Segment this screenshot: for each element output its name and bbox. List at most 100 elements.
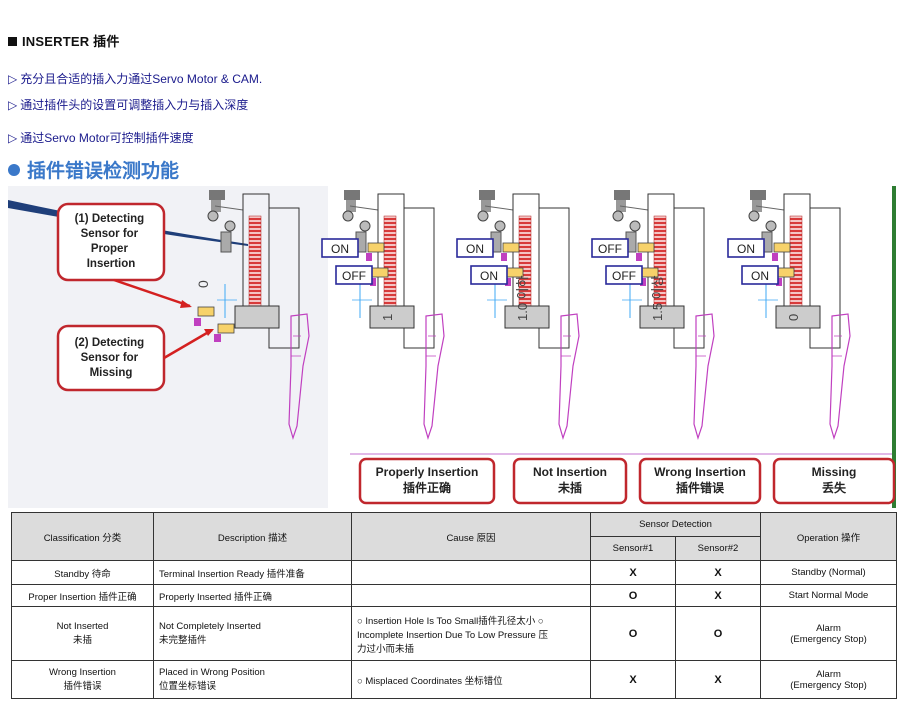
column-header-sensor2: Sensor#2 <box>675 536 761 561</box>
section-title-text: 插件错误检测功能 <box>27 161 180 182</box>
insertion-state-label <box>358 457 496 505</box>
cell-text: Not Completely Inserted <box>159 621 261 632</box>
machine-head <box>342 190 445 441</box>
insertion-state-label <box>772 457 896 505</box>
dimension-label: 1.5 이상 <box>650 275 665 321</box>
round-bullet-icon <box>8 164 20 176</box>
machine-head-standby <box>207 190 310 441</box>
cell-text: O <box>628 627 638 640</box>
cell-operation: Alarm(Emergency Stop) <box>760 660 897 699</box>
insertion-sensor-diagram: 0 (1) Detecting Sensor for Proper Insert… <box>8 186 896 508</box>
column-header-sensor1: Sensor#1 <box>590 536 676 561</box>
cell-text: X <box>714 566 722 579</box>
cell-sensor2: X <box>675 560 761 585</box>
sensor-2-mount-icon <box>214 334 221 342</box>
column-header-sensor-detection: Sensor Detection <box>590 512 761 537</box>
sensor-2-icon <box>777 267 795 278</box>
sensor-2-mount-icon <box>370 278 376 286</box>
callout-line: Proper <box>91 243 129 255</box>
machine-head <box>477 190 580 441</box>
cell-text: (Emergency Stop) <box>790 679 867 691</box>
cell-cause <box>351 560 591 585</box>
sensor-2-state: ON <box>480 269 498 283</box>
cell-text: Not Inserted <box>56 621 109 632</box>
feature-bullet-text: 通过Servo Motor可控制插件速度 <box>20 131 194 145</box>
sensor-2-icon <box>217 323 235 334</box>
callout-line: (1) Detecting <box>75 213 145 225</box>
sensor-2-state: OFF <box>612 269 636 283</box>
cell-text: 未完整插件 <box>159 635 207 646</box>
triangle-bullet-icon: ▷ <box>8 98 18 112</box>
cell-text: ○ Misplaced Coordinates 坐标错位 <box>357 675 503 687</box>
callout-proper-insertion-sensor: (1) Detecting Sensor for Proper Insertio… <box>56 202 192 308</box>
cell-text: Alarm <box>816 622 841 634</box>
column-header-operation: Operation 操作 <box>760 512 897 561</box>
sensor-2-mount-icon <box>640 278 646 286</box>
insertion-state-en: Properly Insertion <box>376 465 479 479</box>
insertion-state-en: Missing <box>812 465 857 479</box>
cell-text: O <box>628 589 638 602</box>
cell-text: 力过小而未插 <box>357 643 415 655</box>
feature-bullet-text: 充分且合适的插入力通过Servo Motor & CAM. <box>20 72 263 86</box>
dimension-label: 1.0 이하 <box>515 275 530 321</box>
triangle-bullet-icon: ▷ <box>8 131 18 145</box>
insertion-state-cn: 插件错误 <box>676 480 725 495</box>
cell-text: Wrong Insertion <box>49 667 116 678</box>
square-bullet-icon <box>8 37 17 46</box>
cell-classification: Wrong Insertion 插件错误 <box>11 660 154 699</box>
insertion-state-label <box>512 457 628 505</box>
sensor-1-state-badge <box>727 238 765 258</box>
dimension-label: 0 <box>786 314 801 321</box>
cell-operation: Standby (Normal) <box>760 560 897 585</box>
cell-classification: Proper Insertion 插件正确 <box>11 584 154 607</box>
dimension-label: 1 <box>380 314 395 321</box>
sensor-1-state-badge <box>456 238 494 258</box>
cell-sensor1: X <box>590 560 676 585</box>
cell-text: X <box>714 589 722 602</box>
error-classification-table: Classification 分类 Description 描述 Cause 原… <box>11 512 897 699</box>
sensor-1-mount-icon <box>501 253 507 261</box>
section-title: 插件错误检测功能 <box>8 156 179 183</box>
sensor-1-icon <box>367 242 385 253</box>
cell-text: X <box>714 673 722 686</box>
cell-text: ○ Insertion Hole Is Too Small插件孔径太小 ○ <box>357 615 544 627</box>
cell-text: Terminal Insertion Ready 插件准备 <box>159 568 305 580</box>
sensor-1-icon <box>773 242 791 253</box>
cell-sensor2: X <box>675 584 761 607</box>
feature-bullet: ▷通过Servo Motor可控制插件速度 <box>8 129 194 146</box>
table-row: Wrong Insertion 插件错误 Placed in Wrong Posit… <box>11 660 897 699</box>
insertion-state-en: Wrong Insertion <box>654 465 746 479</box>
sensor-1-state: ON <box>331 242 349 256</box>
cell-text: Standby 待命 <box>54 568 111 580</box>
cell-text: X <box>629 566 637 579</box>
sensor-1-mount-icon <box>194 318 201 326</box>
callout-line: (2) Detecting <box>75 337 145 349</box>
sensor-1-icon <box>197 306 215 317</box>
sensor-1-state-badge <box>591 238 629 258</box>
sensor-1-icon <box>502 242 520 253</box>
sensor-1-state-badge <box>321 238 359 258</box>
cell-text: O <box>713 627 723 640</box>
cell-sensor1: O <box>590 584 676 607</box>
cell-text: 插件错误 <box>63 681 102 692</box>
machine-head <box>748 190 851 441</box>
callout-line: Missing <box>90 367 133 379</box>
cell-cause <box>351 584 591 607</box>
cell-text: Placed in Wrong Position <box>159 667 265 678</box>
callout-line: Sensor for <box>81 228 139 240</box>
sensor-1-state: ON <box>737 242 755 256</box>
cell-text: X <box>629 673 637 686</box>
sensor-1-mount-icon <box>772 253 778 261</box>
sensor-2-state: OFF <box>342 269 366 283</box>
cell-description: Terminal Insertion Ready 插件准备 <box>153 560 352 585</box>
edge-strip <box>892 186 896 508</box>
column-header-classification: Classification 分类 <box>11 512 154 561</box>
cell-sensor2: X <box>675 660 761 699</box>
cell-description: Properly Inserted 插件正确 <box>153 584 352 607</box>
sensor-2-state-badge <box>605 265 643 285</box>
sensor-1-mount-icon <box>366 253 372 261</box>
cell-sensor1: X <box>590 660 676 699</box>
cell-operation: Alarm(Emergency Stop) <box>760 606 897 661</box>
column-header-description: Description 描述 <box>153 512 352 561</box>
